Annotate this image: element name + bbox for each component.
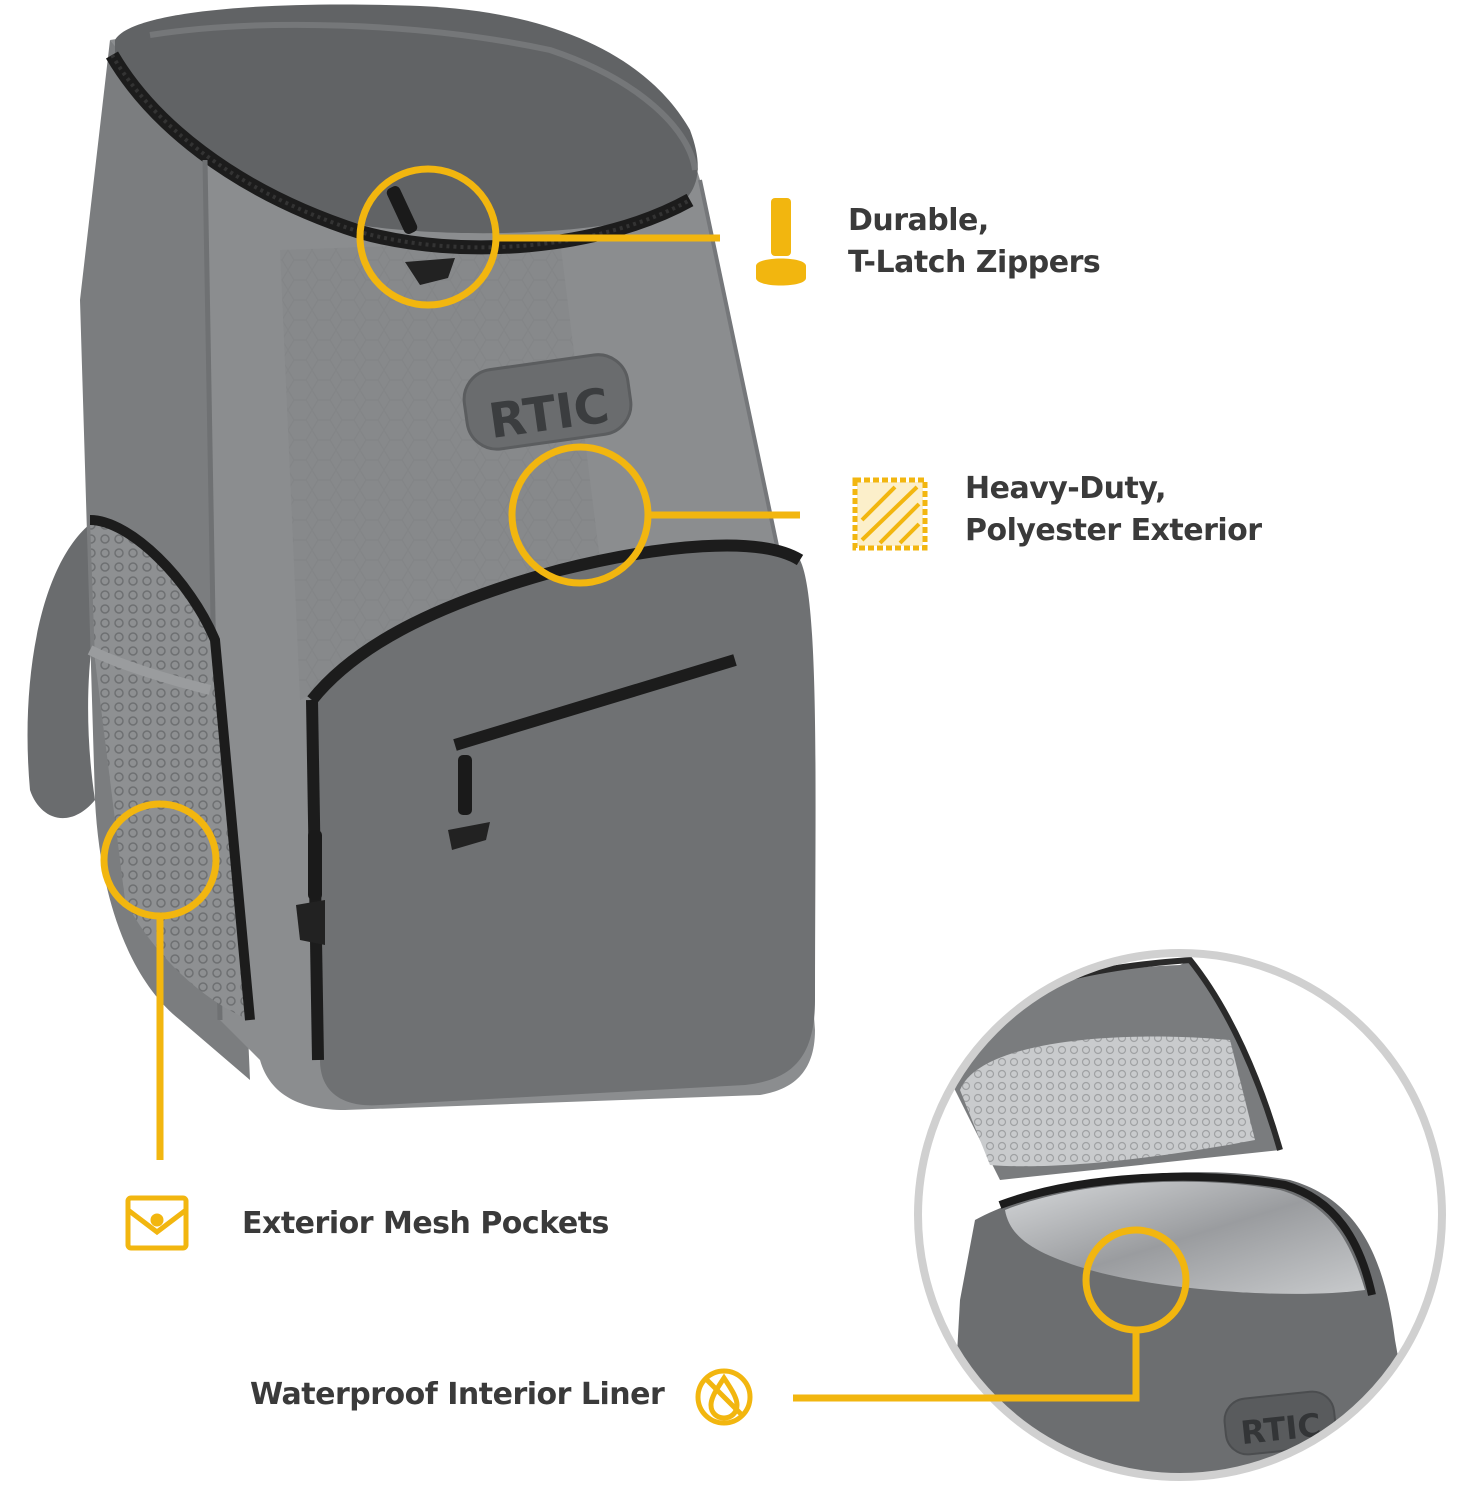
callout-liner-label: Waterproof Interior Liner <box>250 1377 665 1412</box>
callout-zippers-label: Durable, T-Latch Zippers <box>848 203 1101 280</box>
callout-lines <box>100 165 1190 1402</box>
interior-liner-inset: RTIC <box>914 949 1446 1481</box>
backpack-image: RTIC <box>27 4 816 1110</box>
woven-fabric-icon <box>852 477 928 551</box>
pocket-icon <box>125 1195 189 1251</box>
no-water-icon <box>695 1368 753 1426</box>
t-latch-icon <box>756 198 806 286</box>
callout-mesh-label: Exterior Mesh Pockets <box>242 1206 609 1241</box>
callout-exterior-label: Heavy-Duty, Polyester Exterior <box>965 471 1262 548</box>
